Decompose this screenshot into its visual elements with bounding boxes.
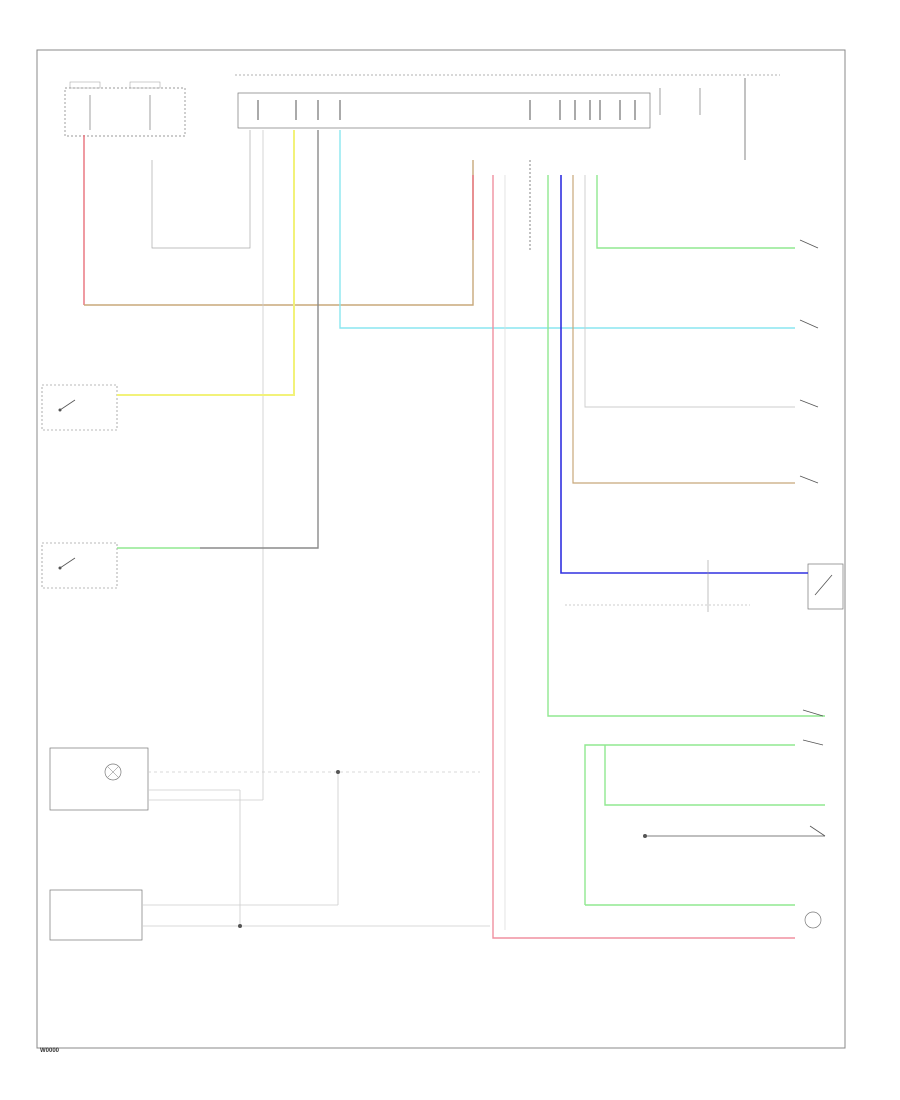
wire-green-main: [547, 175, 825, 717]
wire-pink-long: [492, 175, 795, 939]
wire-gray-right: [584, 175, 795, 408]
wire-cyan: [339, 130, 795, 329]
wire-blue: [560, 175, 808, 574]
bulb-icon: [804, 911, 822, 929]
wire-green-right-top: [596, 175, 795, 249]
wire-tan-right: [572, 175, 795, 484]
wire-yellow: [117, 130, 295, 396]
right-front-door-switch: [41, 542, 118, 589]
switch-symbols-right: [799, 239, 826, 837]
wire-tan-top: [84, 160, 474, 306]
right-switch-box: [807, 563, 844, 610]
left-front-door-switch: [41, 384, 118, 431]
instrument-panel-box: [237, 92, 651, 129]
footer-code: W0000: [40, 1048, 60, 1054]
wire-gray: [200, 130, 319, 549]
wire-green-lower-2: [584, 744, 795, 905]
wire-room-map: [142, 771, 490, 927]
connector-ticks: [257, 100, 636, 120]
wire-gray-dotted: [151, 130, 251, 249]
room-light-assembly: [49, 747, 149, 811]
fuse-block-left: [64, 81, 186, 137]
map-light-assembly: [49, 889, 143, 941]
wire-green-lower: [604, 745, 825, 806]
bulb-icon: [104, 763, 122, 781]
top-right-connectors: [659, 78, 746, 160]
courtesy-lamp-bottom: [804, 911, 822, 929]
diagram-frame: [36, 49, 846, 1049]
